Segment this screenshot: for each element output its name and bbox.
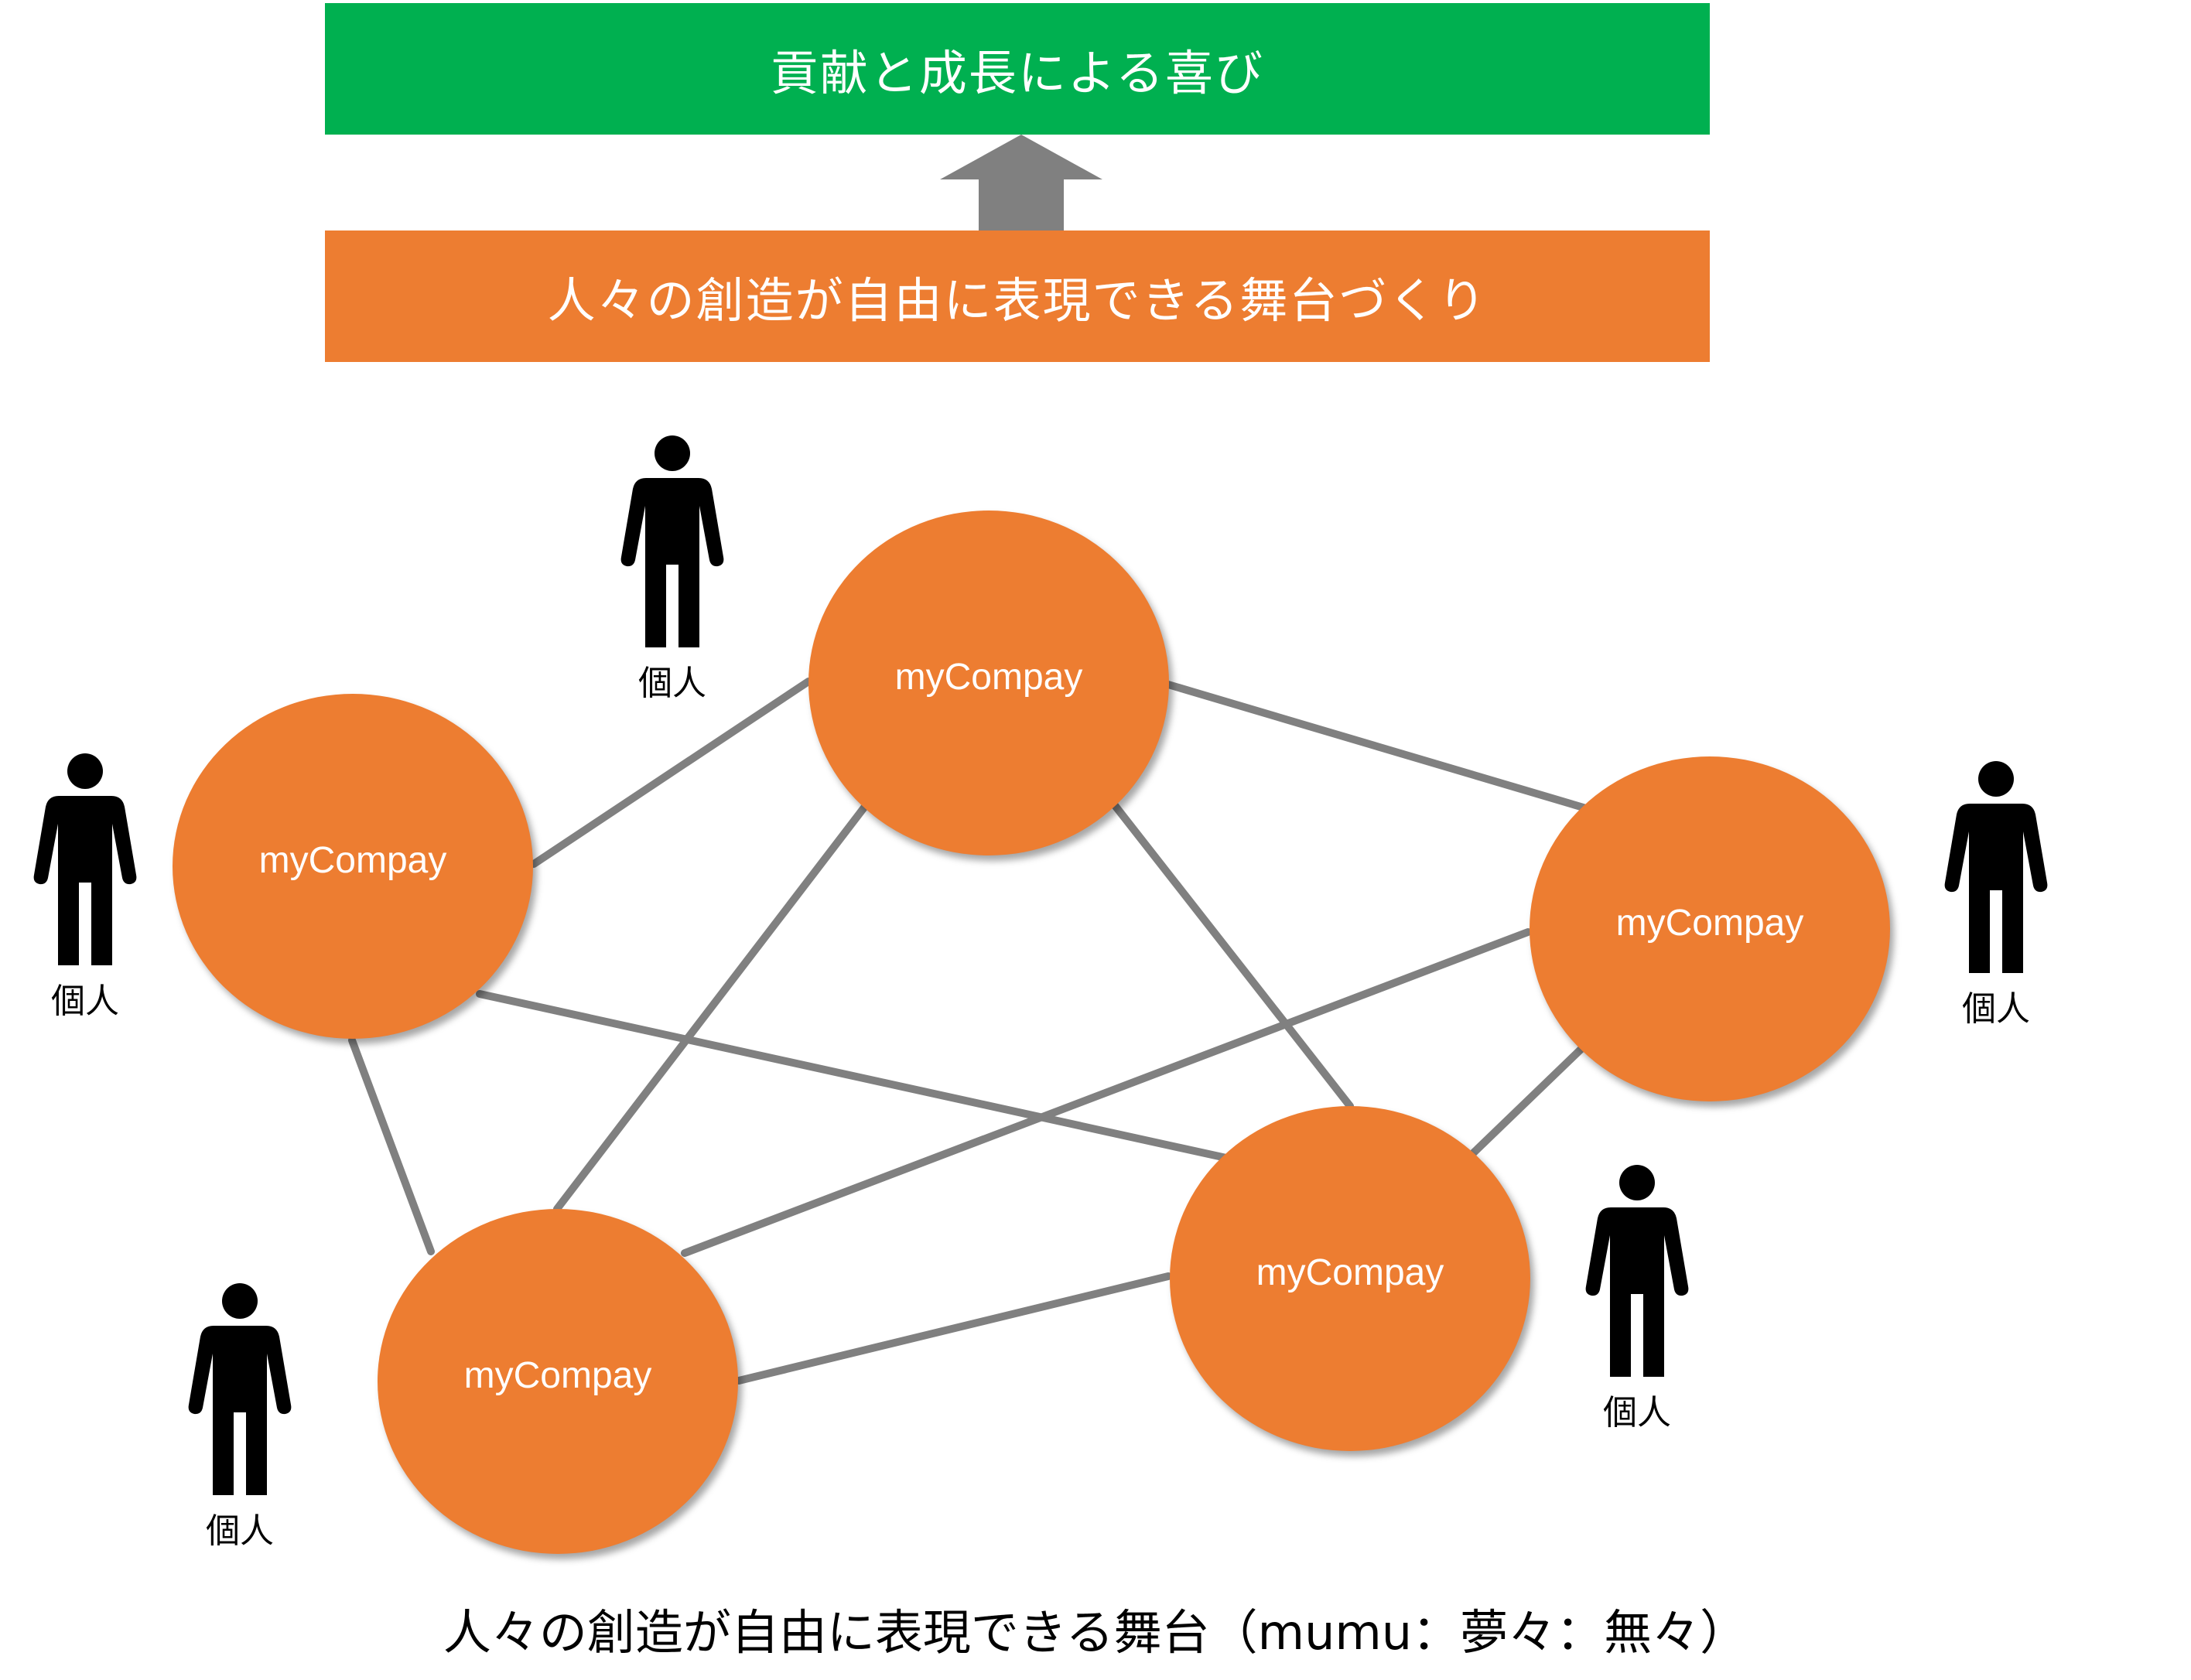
stage-creation-banner: 人々の創造が自由に表現できる舞台づくり (325, 230, 1710, 362)
person-label: 個人 (1962, 989, 2030, 1029)
person-label: 個人 (1603, 1393, 1671, 1432)
person-label: 個人 (206, 1511, 274, 1551)
contribution-growth-text: 貢献と成長による喜び (770, 45, 1265, 101)
company-node-label: myCompay (258, 839, 447, 881)
diagram-caption: 人々の創造が自由に表現できる舞台（mumu：夢々：無々） (443, 1604, 1748, 1661)
connector-line (681, 928, 1532, 1257)
company-node-label: myCompay (894, 656, 1083, 698)
company-node: myCompay (378, 1209, 738, 1554)
company-node: myCompay (173, 694, 533, 1039)
connector-line (1110, 801, 1354, 1110)
person-label: 個人 (638, 664, 706, 703)
connector-line (348, 1036, 435, 1255)
company-node-label: myCompay (463, 1354, 652, 1396)
person-icon (1944, 761, 2048, 973)
company-node: myCompay (1170, 1106, 1530, 1451)
stage-creation-text: 人々の創造が自由に表現できる舞台づくり (547, 272, 1488, 329)
connector-line (530, 678, 812, 868)
company-node-label: myCompay (1615, 902, 1804, 944)
contribution-growth-banner: 貢献と成長による喜び (325, 3, 1710, 135)
arrow-up-icon (940, 135, 1102, 232)
connector-line (553, 801, 870, 1213)
person-icon (33, 753, 137, 965)
company-node: myCompay (808, 510, 1169, 855)
person-figure: 個人 (1567, 1164, 1707, 1434)
person-icon (620, 435, 724, 647)
company-node-label: myCompay (1256, 1251, 1444, 1293)
person-figure: 個人 (15, 753, 155, 1023)
connector-line (476, 990, 1230, 1162)
connector-line (1470, 1044, 1586, 1156)
person-icon (188, 1283, 292, 1495)
person-figure: 個人 (1926, 760, 2066, 1030)
person-figure: 個人 (170, 1282, 309, 1552)
company-node: myCompay (1530, 756, 1890, 1101)
person-label: 個人 (51, 982, 119, 1021)
connector-line (735, 1272, 1172, 1385)
connector-line (1164, 681, 1590, 812)
person-icon (1585, 1165, 1689, 1377)
person-figure: 個人 (603, 435, 742, 705)
